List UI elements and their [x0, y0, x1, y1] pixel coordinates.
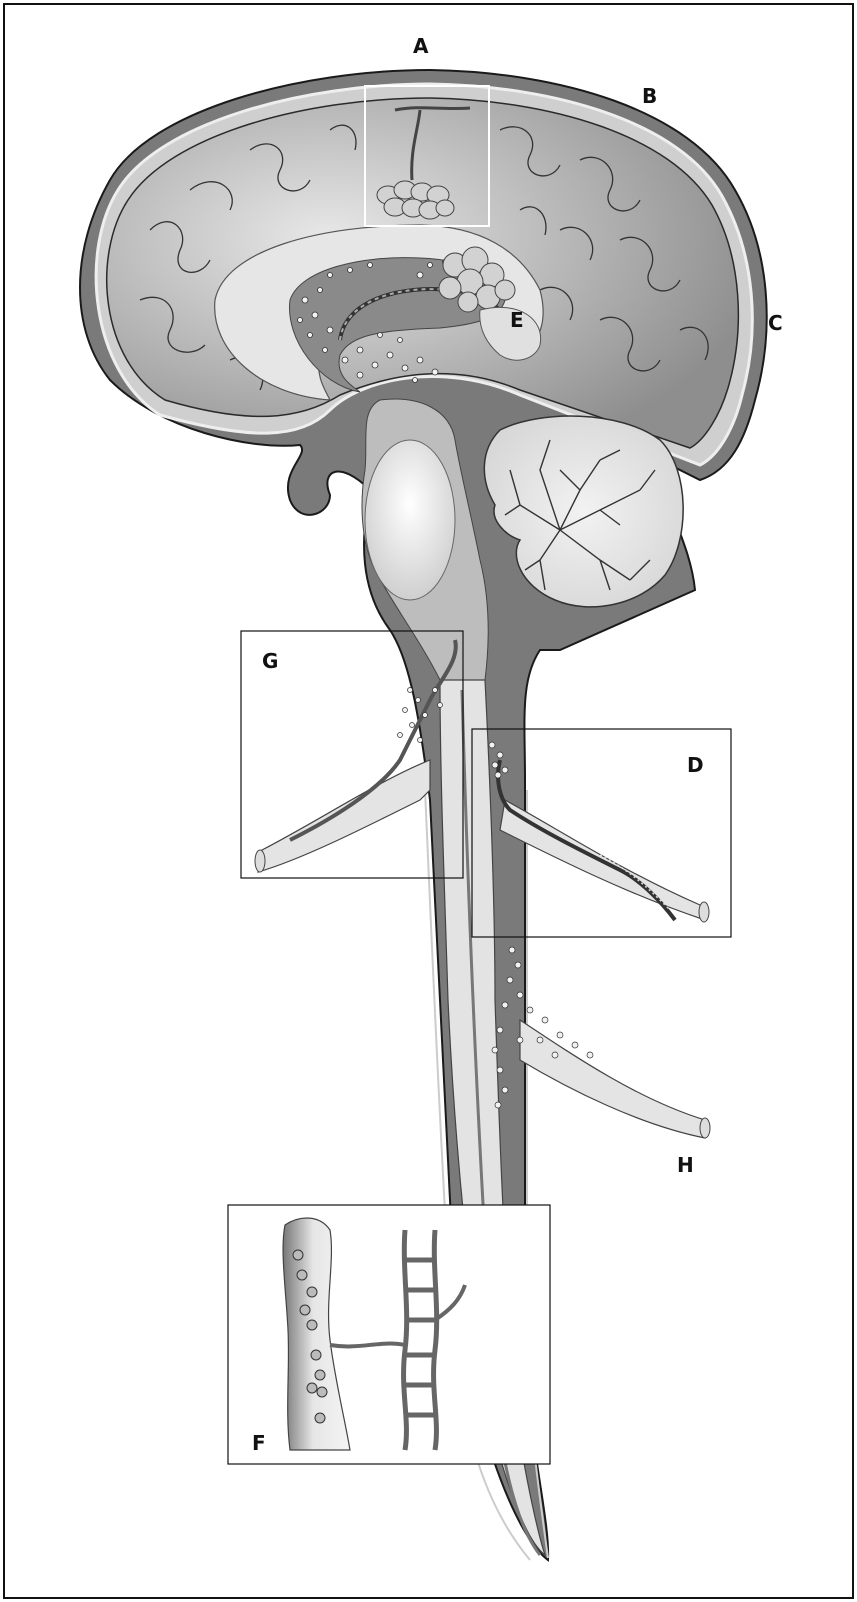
- granulation-cluster-a: [377, 181, 454, 219]
- label-f: F: [252, 1431, 266, 1455]
- nerve-end-h: [700, 1118, 710, 1138]
- label-g: G: [262, 649, 278, 673]
- label-d: D: [687, 753, 704, 777]
- label-a: A: [413, 34, 429, 58]
- nerve-root-g: [258, 760, 430, 872]
- nerve-root-h: [520, 1020, 705, 1138]
- nerve-end-g: [255, 850, 265, 872]
- pons: [365, 440, 455, 600]
- label-b: B: [642, 84, 657, 108]
- label-h: H: [677, 1153, 694, 1177]
- label-c: C: [768, 311, 783, 335]
- label-e: E: [510, 308, 524, 332]
- inset-box-f: [228, 1205, 550, 1464]
- nerve-end-d: [699, 902, 709, 922]
